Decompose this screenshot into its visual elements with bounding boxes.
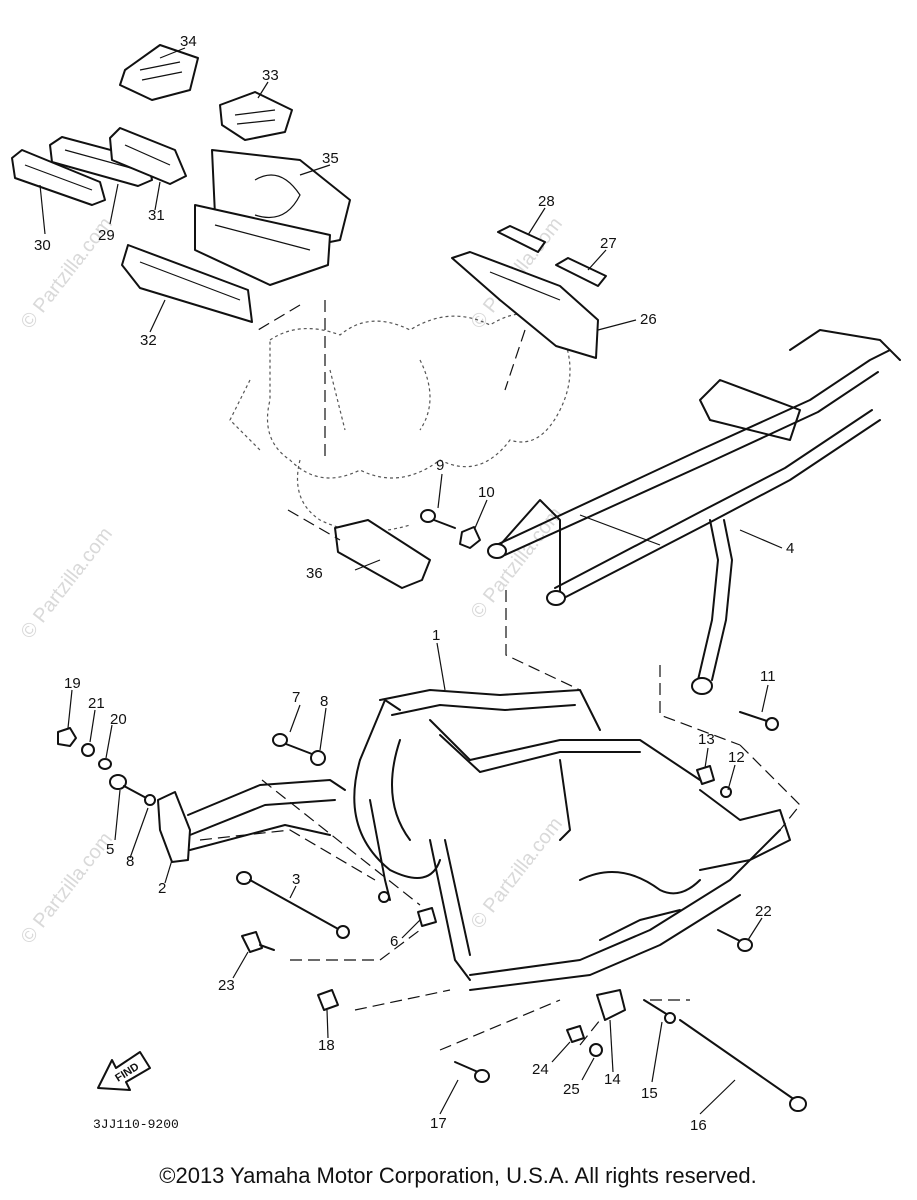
callout-7: 7 [292,689,300,706]
callout-8: 8 [320,693,328,710]
callout-29: 29 [98,227,115,244]
callout-28: 28 [538,193,555,210]
cover-26 [451,251,599,359]
callout-20: 20 [110,711,127,728]
drawing-number: 3JJ110-9200 [93,1117,179,1132]
callout-19: 19 [64,675,81,692]
cover-34 [119,44,199,101]
cover-28 [497,225,546,253]
callout-14: 14 [604,1071,621,1088]
find-arrow-icon: FIND [97,1051,151,1091]
callout-16: 16 [690,1117,707,1134]
leader-lines [39,47,783,1115]
bolt-3 [236,871,350,939]
fasteners [57,509,779,1083]
callout-30: 30 [34,237,51,254]
main-frame-1 [353,689,791,991]
cover-27 [555,257,607,287]
cover-33 [219,91,293,141]
assembly-lines [199,300,801,1051]
callout-18: 18 [318,1037,335,1054]
callouts: 34 33 35 30 29 31 32 28 27 26 9 10 36 4 … [34,33,794,1134]
callout-23: 23 [218,977,235,994]
cover-35 [194,149,351,286]
callout-32: 32 [140,332,157,349]
cover-30 [11,149,106,206]
bolt-16 [679,1019,807,1112]
callout-15: 15 [641,1085,658,1102]
callout-6: 6 [390,933,398,950]
engine-outline [229,313,571,532]
callout-27: 27 [600,235,617,252]
cover-32 [121,244,253,323]
callout-24: 24 [532,1061,549,1078]
callout-33: 33 [262,67,279,84]
callout-2: 2 [158,880,166,897]
callout-10: 10 [478,484,495,501]
lower-bracket-2 [157,779,346,863]
callout-1: 1 [432,627,440,644]
watermark: © Partzilla.com [17,828,117,948]
cover-36 [334,519,431,589]
watermark: © Partzilla.com [17,523,117,643]
callout-12: 12 [728,749,745,766]
callout-3: 3 [292,871,300,888]
watermarks: © Partzilla.com © Partzilla.com © Partzi… [17,213,567,948]
cover-31 [109,127,187,185]
callout-5: 5 [106,841,114,858]
callout-35: 35 [322,150,339,167]
callout-17: 17 [430,1115,447,1132]
callout-26: 26 [640,311,657,328]
callout-8: 8 [126,853,134,870]
callout-9: 9 [436,457,444,474]
callout-11: 11 [760,668,776,685]
callout-4: 4 [786,540,794,557]
callout-31: 31 [148,207,165,224]
callout-34: 34 [180,33,197,50]
callout-36: 36 [306,565,323,582]
copyright-notice: ©2013 Yamaha Motor Corporation, U.S.A. A… [159,1163,756,1188]
callout-25: 25 [563,1081,580,1098]
callout-13: 13 [698,731,715,748]
callout-21: 21 [88,695,105,712]
callout-22: 22 [755,903,772,920]
rear-subframe-4 [487,329,901,695]
watermark: © Partzilla.com [467,813,567,933]
